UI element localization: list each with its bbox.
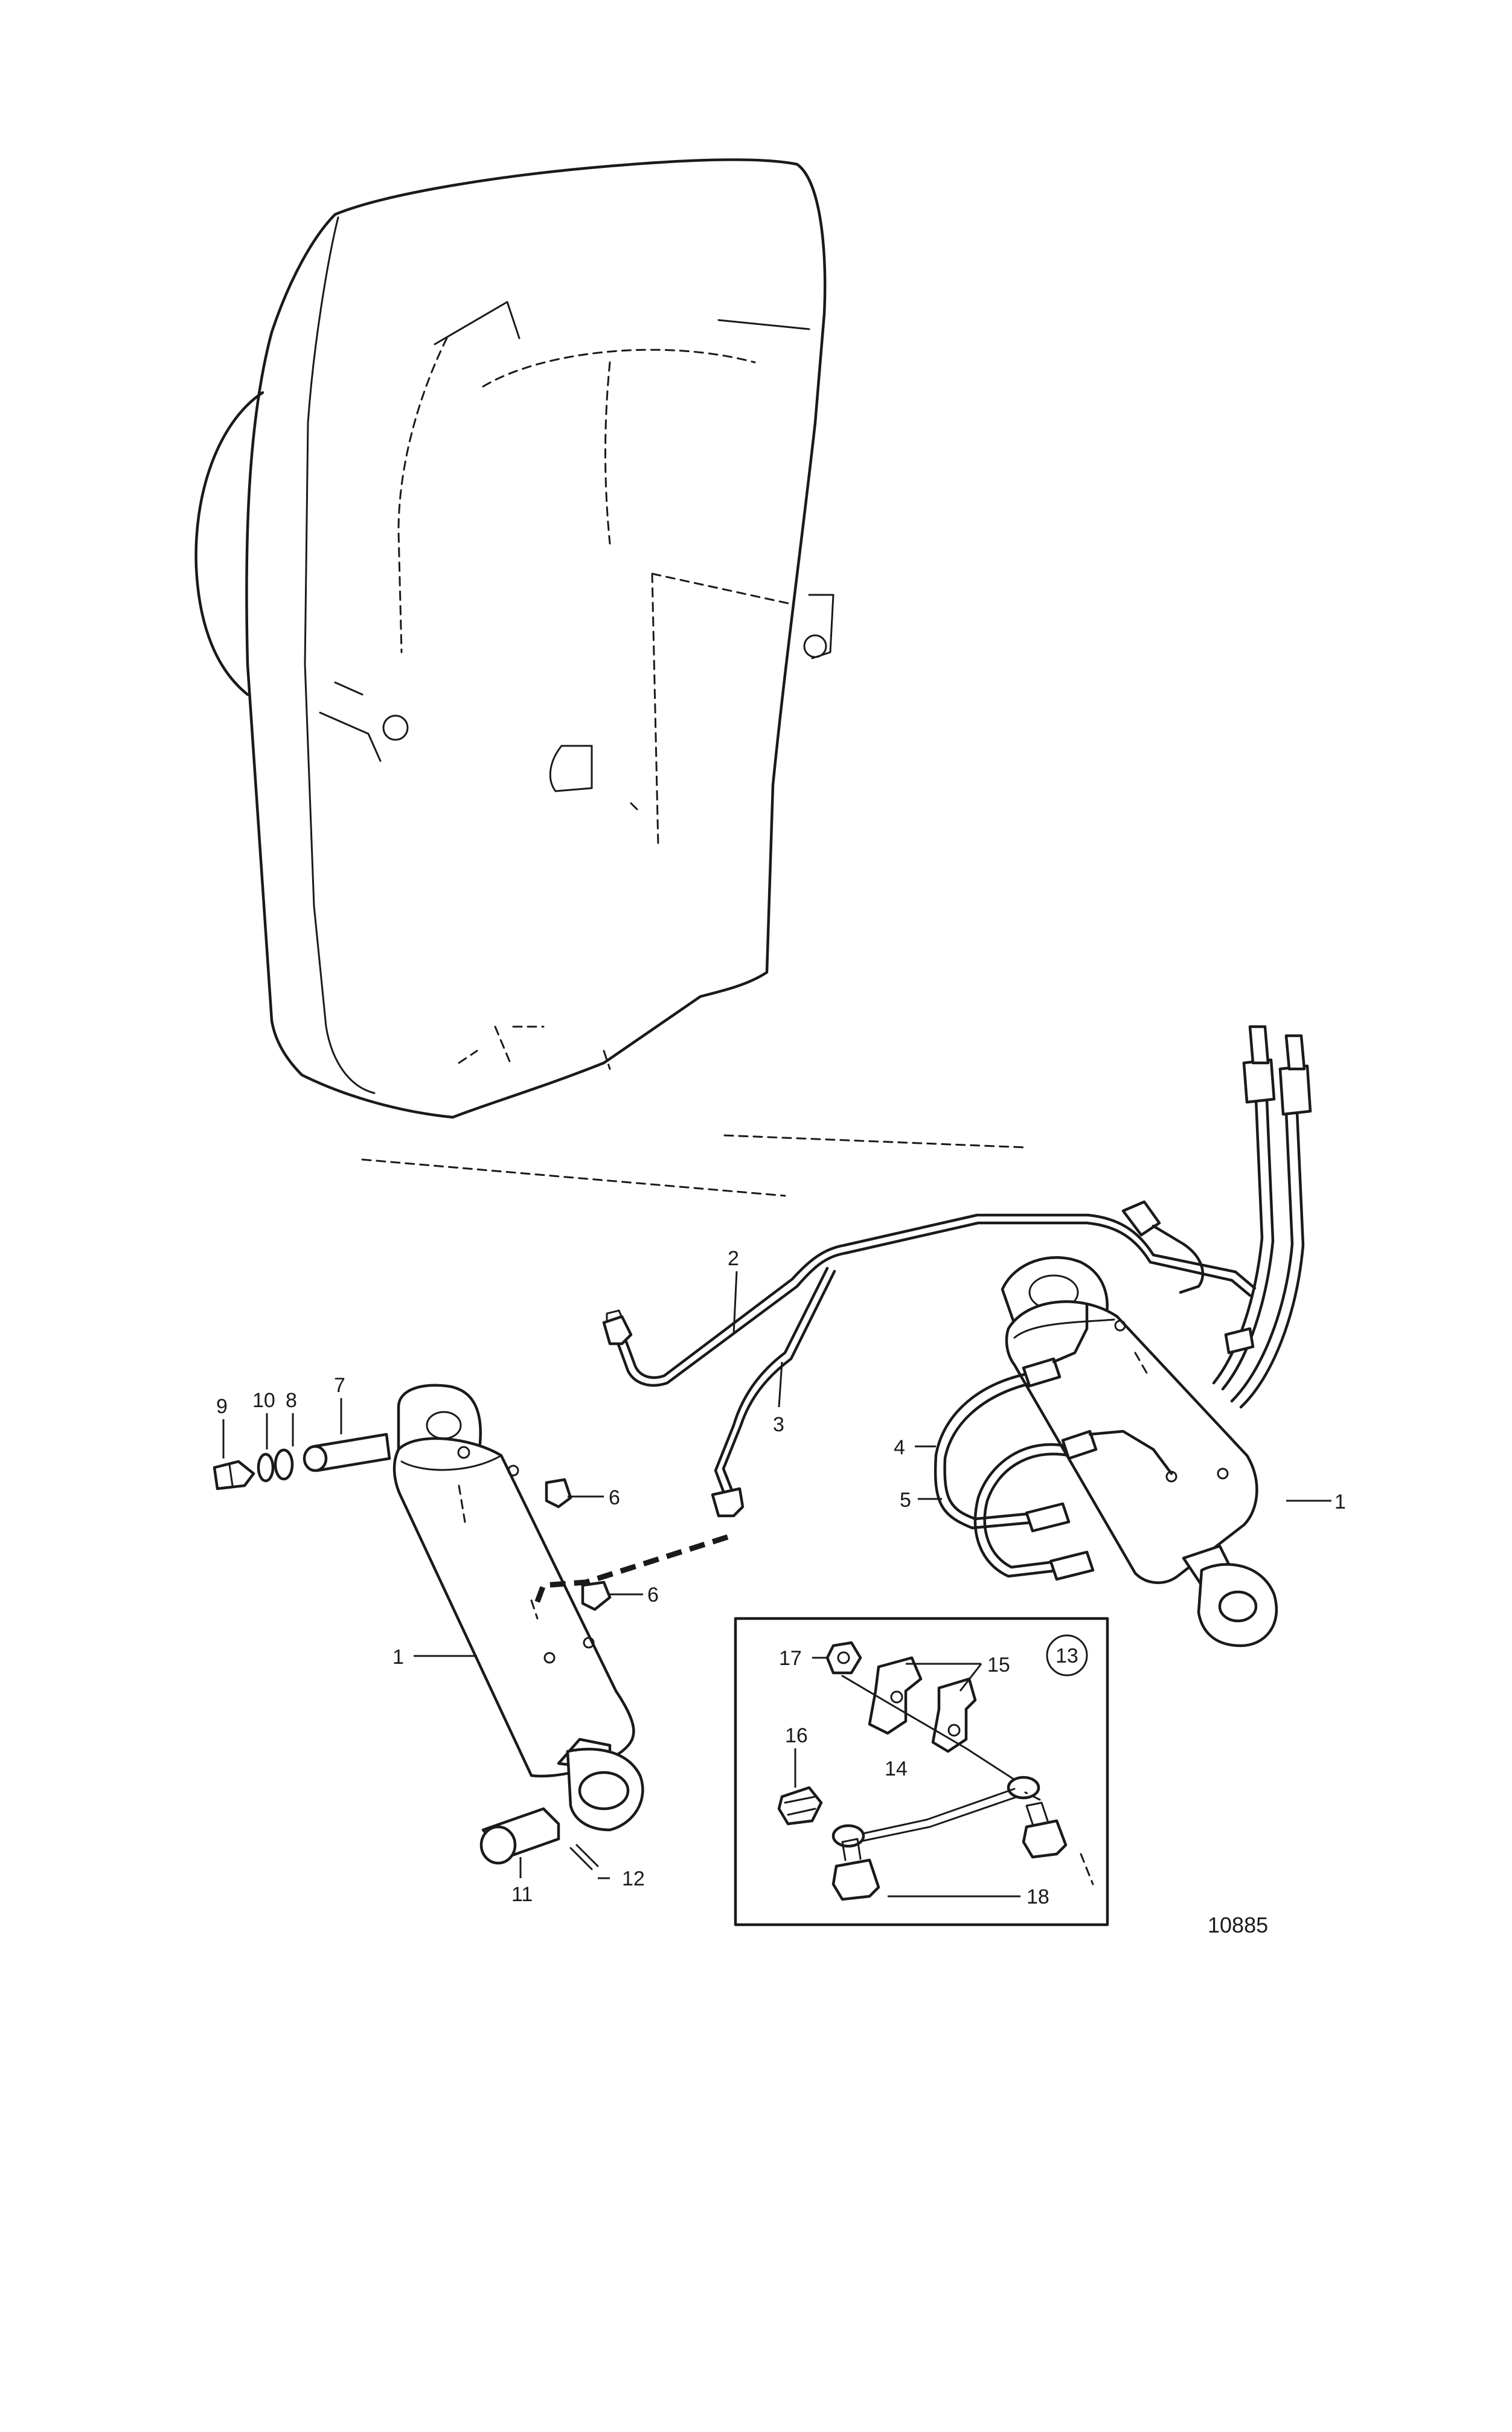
callout-6-lower: 6: [647, 1583, 659, 1606]
right-cylinder-body: [1005, 1300, 1258, 1584]
callout-8: 8: [286, 1389, 297, 1412]
callout-15: 15: [987, 1654, 1010, 1676]
bolt-9: [213, 1460, 255, 1490]
callout-leaders: [222, 1271, 1331, 1898]
pipe-2-fitting: [602, 1315, 633, 1346]
housing-flange: [194, 391, 264, 696]
plug-6-upper: [545, 1478, 572, 1509]
left-cylinder-body: [392, 1437, 635, 1778]
callout-9: 9: [216, 1395, 228, 1418]
bonding-strap-14: [841, 1675, 1019, 1783]
callout-18: 18: [1027, 1885, 1049, 1908]
supply-hose-a: [1212, 1097, 1264, 1385]
pipe-3: [714, 1266, 829, 1497]
connection-dashed-line: [531, 1534, 729, 1611]
fitting-16: [777, 1786, 823, 1826]
callout-5: 5: [900, 1489, 911, 1512]
right-trim-cylinder: [1001, 1256, 1278, 1648]
washer-10: [257, 1452, 275, 1483]
supply-hose-b: [1230, 1109, 1294, 1403]
faint-feed-lines: [361, 1134, 1028, 1197]
housing-center-mount: [549, 745, 638, 810]
callout-3: 3: [773, 1413, 784, 1436]
callout-1-right: 1: [1334, 1490, 1346, 1513]
housing-cavity: [397, 337, 792, 847]
washer-8: [274, 1448, 294, 1481]
callout-4: 4: [894, 1436, 905, 1459]
hydraulic-pipes: [602, 1200, 1257, 1518]
housing-side-bracket: [434, 301, 810, 345]
callout-11: 11: [511, 1883, 533, 1906]
hose-4: [934, 1372, 1040, 1530]
callout-2: 2: [728, 1247, 739, 1270]
housing-rear-bolt: [803, 634, 827, 658]
callout-14: 14: [885, 1757, 908, 1780]
callout-7: 7: [334, 1374, 345, 1397]
pipe-3-fitting: [711, 1487, 745, 1518]
drive-housing: [194, 158, 834, 1119]
lower-pin-fasteners: [479, 1807, 599, 1870]
callout-12: 12: [622, 1867, 645, 1890]
callout-10: 10: [252, 1389, 275, 1412]
housing-left-bolt: [382, 714, 409, 741]
nut-17: [825, 1641, 862, 1675]
left-cylinder-top-fasteners: [213, 1433, 391, 1490]
inset-frame: [734, 1617, 1109, 1927]
cotter-pin-12: [569, 1844, 599, 1870]
housing-left-bracket: [319, 681, 382, 762]
housing-inner-rim: [304, 216, 376, 1094]
inset-group-badge: [1046, 1634, 1088, 1676]
housing-lower-detail: [458, 1025, 611, 1070]
pipe-2: [614, 1221, 1252, 1387]
screw-18-right: [1022, 1819, 1068, 1859]
housing-outline: [245, 158, 827, 1119]
left-trim-cylinder: [392, 1384, 644, 1832]
screw-18-left: [831, 1858, 880, 1901]
bonding-strap-lower: [856, 1795, 1019, 1843]
hose-5: [973, 1443, 1071, 1578]
hose-5-ferrule: [1049, 1550, 1095, 1581]
plugs-6: [545, 1478, 612, 1611]
callout-1-left: 1: [392, 1646, 404, 1669]
drawing-number: 10885: [1208, 1913, 1268, 1937]
clip-15-left: [868, 1656, 923, 1735]
housing-rear-tab: [808, 594, 834, 659]
inset-group-13: [734, 1617, 1109, 1927]
callout-6-upper: 6: [609, 1486, 620, 1509]
plug-6-lower: [581, 1580, 612, 1611]
pipe-2-upper-fitting: [1121, 1200, 1161, 1237]
hoses-4-5: [934, 1303, 1173, 1581]
callout-16: 16: [785, 1724, 808, 1747]
inset-badge-label: 13: [1056, 1644, 1078, 1667]
hose-4-ferrule: [1025, 1502, 1071, 1533]
callout-labels: 1 1 2 3 4 5 6 6 7 8 9 10 11 12 13 14 15 …: [216, 1247, 1346, 1908]
clip-15-right: [931, 1677, 977, 1753]
callout-17: 17: [779, 1647, 802, 1670]
long-supply-hoses: [1212, 1025, 1312, 1409]
